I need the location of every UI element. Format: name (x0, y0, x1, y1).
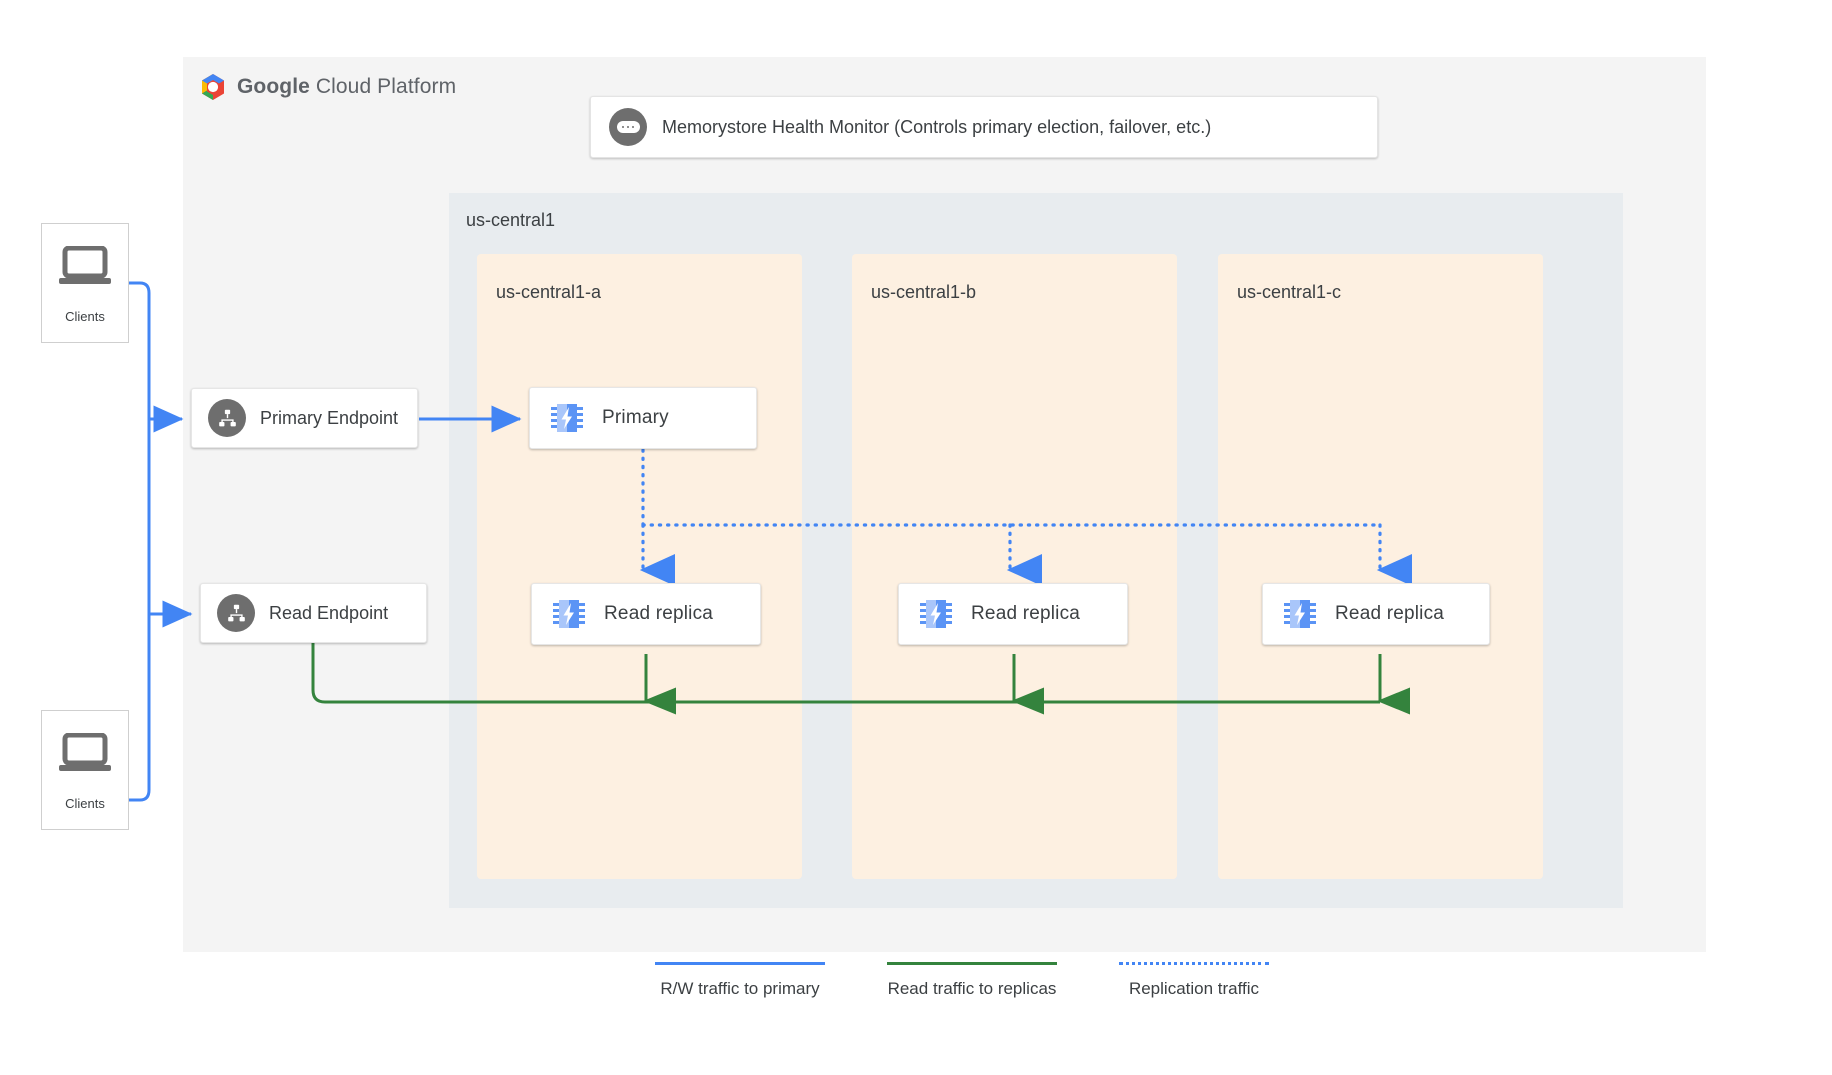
read-replica-card-zone-b[interactable]: Read replica (898, 583, 1128, 645)
zone-label: us-central1-c (1237, 282, 1342, 302)
legend-item-rw-traffic: R/W traffic to primary (655, 962, 825, 999)
laptop-icon (57, 245, 113, 293)
legend: R/W traffic to primary Read traffic to r… (655, 962, 1269, 999)
brand-word-cloud-platform: Cloud Platform (309, 75, 457, 98)
health-monitor-card[interactable]: Memorystore Health Monitor (Controls pri… (590, 96, 1378, 158)
clients-label: Clients (65, 309, 105, 324)
legend-item-replication-traffic: Replication traffic (1119, 962, 1269, 999)
clients-node-top[interactable]: Clients (41, 223, 129, 343)
primary-node-card[interactable]: Primary (529, 387, 757, 449)
laptop-icon (57, 732, 113, 780)
region-label: us-central1 (466, 210, 556, 230)
read-endpoint-card[interactable]: Read Endpoint (200, 583, 427, 643)
primary-node-label: Primary (602, 407, 669, 428)
legend-label: R/W traffic to primary (660, 979, 820, 998)
legend-swatch-dotted-blue (1119, 962, 1269, 965)
memorystore-chip-icon (550, 595, 588, 633)
gcp-branding: Google Cloud Platform (198, 72, 456, 102)
google-cloud-hexagon-logo-icon (198, 72, 228, 102)
primary-endpoint-card[interactable]: Primary Endpoint (191, 388, 418, 448)
hierarchy-endpoint-icon (208, 399, 246, 437)
read-replica-label: Read replica (604, 603, 714, 624)
memorystore-chip-icon (917, 595, 955, 633)
memorystore-chip-icon (1281, 595, 1319, 633)
legend-swatch-solid-green (887, 962, 1057, 965)
health-monitor-label: Memorystore Health Monitor (Controls pri… (662, 116, 1212, 137)
zone-label: us-central1-a (496, 282, 602, 302)
read-replica-label: Read replica (971, 603, 1081, 624)
legend-label: Replication traffic (1128, 979, 1260, 998)
zone-us-central1-c: us-central1-c (1218, 254, 1543, 879)
legend-swatch-solid-blue (655, 962, 825, 965)
primary-endpoint-label: Primary Endpoint (260, 407, 399, 428)
clients-label: Clients (65, 796, 105, 811)
zone-us-central1-a: us-central1-a (477, 254, 802, 879)
read-replica-label: Read replica (1335, 603, 1445, 624)
zone-us-central1-b: us-central1-b (852, 254, 1177, 879)
read-endpoint-label: Read Endpoint (269, 602, 389, 623)
legend-item-read-traffic: Read traffic to replicas (887, 962, 1057, 999)
zone-label: us-central1-b (871, 282, 977, 302)
monitor-dots-icon (609, 108, 647, 146)
read-replica-card-zone-c[interactable]: Read replica (1262, 583, 1490, 645)
read-replica-card-zone-a[interactable]: Read replica (531, 583, 761, 645)
page-title: Google Cloud Platform (237, 75, 456, 99)
hierarchy-endpoint-icon (217, 594, 255, 632)
clients-node-bottom[interactable]: Clients (41, 710, 129, 830)
legend-label: Read traffic to replicas (887, 979, 1057, 998)
memorystore-chip-icon (548, 399, 586, 437)
brand-word-google: Google (237, 75, 310, 98)
